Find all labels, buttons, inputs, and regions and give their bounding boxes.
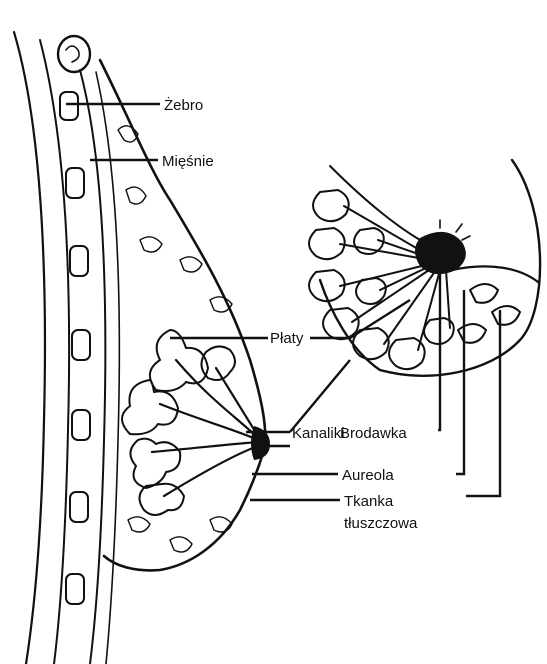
label-areola: Aureola [342,467,394,484]
rib-sections [58,36,90,604]
label-ducts: Kanaliki [292,425,345,442]
label-rib: Żebro [164,96,203,114]
label-muscles: Mięśnie [162,153,214,170]
label-fat-line2: tłuszczowa [344,515,418,532]
label-fat-line1: Tkanka [344,493,394,510]
lobes-side [122,330,258,515]
labels: Żebro Mięśnie Płaty Kanaliki Brodawka Au… [162,96,418,532]
breast-front-view [309,160,540,376]
label-lobes: Płaty [270,330,304,347]
leader-lines [66,104,500,500]
chest-wall [14,32,119,664]
label-nipple: Brodawka [340,425,407,442]
